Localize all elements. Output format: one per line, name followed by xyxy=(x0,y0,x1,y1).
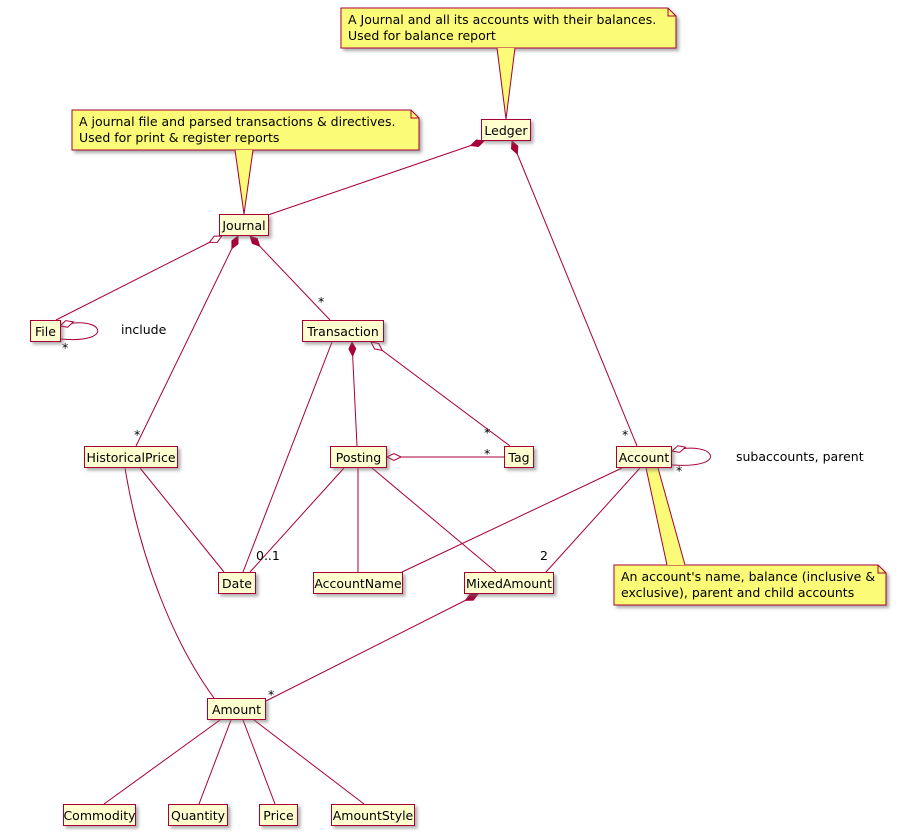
class-node-file: File xyxy=(30,320,61,342)
edge-journal-transaction xyxy=(250,236,331,321)
note-fold-journal xyxy=(410,110,419,119)
multiplicity-transaction-tag: * xyxy=(484,425,491,440)
edge-mixedamount-amount xyxy=(265,594,478,702)
note-ledger: A Journal and all its accounts with thei… xyxy=(341,8,676,48)
note-connector-account xyxy=(646,468,685,565)
edge-journal-file xyxy=(55,236,222,321)
edge-transaction-date xyxy=(242,341,333,573)
role-label-file-include: include xyxy=(121,322,167,337)
note-journal-line1: A journal file and parsed transactions &… xyxy=(79,114,396,129)
note-shape-account xyxy=(613,564,887,606)
edge-account-mixedamount xyxy=(545,467,641,573)
class-node-tag: Tag xyxy=(504,446,534,468)
note-fold-ledger xyxy=(667,8,676,17)
edge-transaction-tag xyxy=(371,342,511,447)
class-node-transaction: Transaction xyxy=(302,320,384,342)
class-node-quantity: Quantity xyxy=(168,804,228,826)
note-ledger-line2: Used for balance report xyxy=(348,28,496,43)
multiplicity-account-mixedamount: 2 xyxy=(540,548,548,563)
class-node-commodity: Commodity xyxy=(63,804,136,826)
multiplicity-journal-historicalprice: * xyxy=(134,427,141,442)
note-account-line1: An account's name, balance (inclusive & xyxy=(621,569,876,584)
role-label-account-loop: subaccounts, parent xyxy=(736,449,864,464)
note-ledger-line1: A Journal and all its accounts with thei… xyxy=(348,12,657,27)
edge-amount-quantity xyxy=(198,719,232,805)
class-node-journal: Journal xyxy=(219,214,269,236)
edge-ledger-account xyxy=(512,141,638,447)
note-journal: A journal file and parsed transactions &… xyxy=(72,110,419,150)
edge-posting-mixedamount xyxy=(371,467,497,573)
class-node-price: Price xyxy=(259,804,298,826)
class-node-posting: Posting xyxy=(330,446,387,468)
note-connector-journal xyxy=(235,150,253,214)
edge-account-accountname xyxy=(401,467,623,573)
multiplicity-posting-tag: * xyxy=(484,446,491,461)
multiplicity-posting-date: 0..1 xyxy=(256,548,280,563)
multiplicity-ledger-account: * xyxy=(622,427,629,442)
class-node-amountstyle: AmountStyle xyxy=(331,804,415,826)
edge-transaction-posting xyxy=(352,342,358,447)
edge-account-self-loop xyxy=(672,448,711,466)
edge-historicalprice-date xyxy=(139,467,225,573)
edge-posting-date xyxy=(249,467,345,573)
multiplicity-mixedamount-amount: * xyxy=(268,687,275,702)
class-node-mixedamount: MixedAmount xyxy=(464,572,554,594)
edge-amount-price xyxy=(242,719,276,805)
note-account: An account's name, balance (inclusive & … xyxy=(614,565,886,605)
edge-ledger-journal xyxy=(267,141,484,216)
note-shape-ledger xyxy=(340,7,677,49)
class-node-amount: Amount xyxy=(207,698,266,720)
class-node-historicalprice: HistoricalPrice xyxy=(84,446,178,468)
note-journal-line2: Used for print & register reports xyxy=(79,130,280,145)
edge-file-self-loop xyxy=(60,323,98,341)
note-shape-journal xyxy=(71,109,420,151)
edge-journal-historicalprice xyxy=(135,236,238,447)
class-node-date: Date xyxy=(218,572,256,594)
class-node-accountname: AccountName xyxy=(313,572,403,594)
class-node-account: Account xyxy=(616,446,672,468)
note-fold-account xyxy=(877,565,886,574)
note-connector-account-outline xyxy=(645,467,686,566)
multiplicity-journal-transaction: * xyxy=(318,294,325,309)
multiplicity-file-include: * xyxy=(62,340,69,355)
note-connector-ledger xyxy=(497,48,515,119)
edge-amount-amountstyle xyxy=(253,719,365,805)
edge-amount-commodity xyxy=(103,719,221,805)
edge-historicalprice-amount xyxy=(124,467,215,699)
multiplicity-account-loop: * xyxy=(676,463,683,478)
note-account-line2: exclusive), parent and child accounts xyxy=(621,585,855,600)
class-node-ledger: Ledger xyxy=(481,119,531,141)
